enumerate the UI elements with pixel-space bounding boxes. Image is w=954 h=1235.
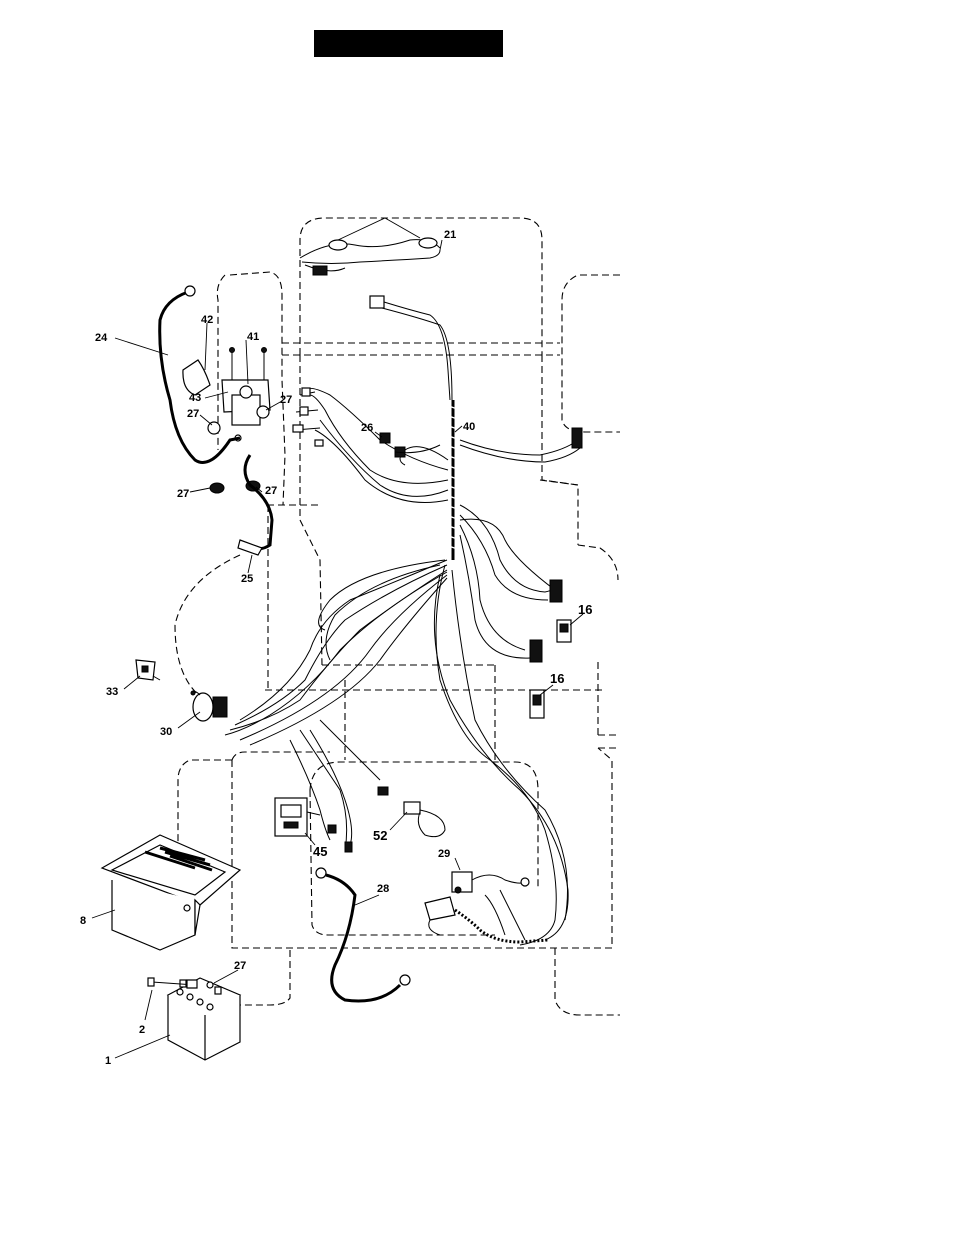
callout-30: 30: [160, 726, 172, 738]
callout-8: 8: [80, 915, 86, 927]
switch-52: [404, 802, 445, 837]
engine-connector-30: [191, 691, 227, 721]
callout-16: 16: [578, 602, 592, 617]
callout-33: 33: [106, 686, 118, 698]
chassis-outline: [175, 218, 620, 1015]
callout-27: 27: [234, 960, 246, 972]
connector-26: [380, 433, 440, 457]
battery-1: [148, 978, 240, 1060]
headlight-harness: [300, 218, 440, 275]
hourmeter-45: [275, 798, 320, 836]
callout-41: 41: [247, 331, 259, 343]
callout-21: 21: [444, 229, 456, 241]
callout-29: 29: [438, 848, 450, 860]
callout-45: 45: [313, 844, 327, 859]
callout-26: 26: [361, 422, 373, 434]
callout-16: 16: [550, 671, 564, 686]
callout-40: 40: [463, 421, 475, 433]
callout-28: 28: [377, 883, 389, 895]
callout-24: 24: [95, 332, 108, 344]
callout-27: 27: [265, 485, 277, 497]
main-harness: [225, 296, 582, 945]
callout-2: 2: [139, 1024, 145, 1036]
callout-42: 42: [201, 314, 213, 326]
callout-27: 27: [187, 408, 199, 420]
battery-tray-8: [102, 835, 240, 950]
seat-switch-29: [425, 872, 548, 942]
relay-16: [530, 620, 571, 718]
callout-1: 1: [105, 1055, 111, 1067]
solenoid-assembly: [183, 348, 323, 494]
callout-43: 43: [189, 392, 201, 404]
callout-27: 27: [280, 394, 292, 406]
callout-27: 27: [177, 488, 189, 500]
callout-52: 52: [373, 828, 387, 843]
fuse-33: [136, 660, 160, 680]
callout-25: 25: [241, 573, 253, 585]
